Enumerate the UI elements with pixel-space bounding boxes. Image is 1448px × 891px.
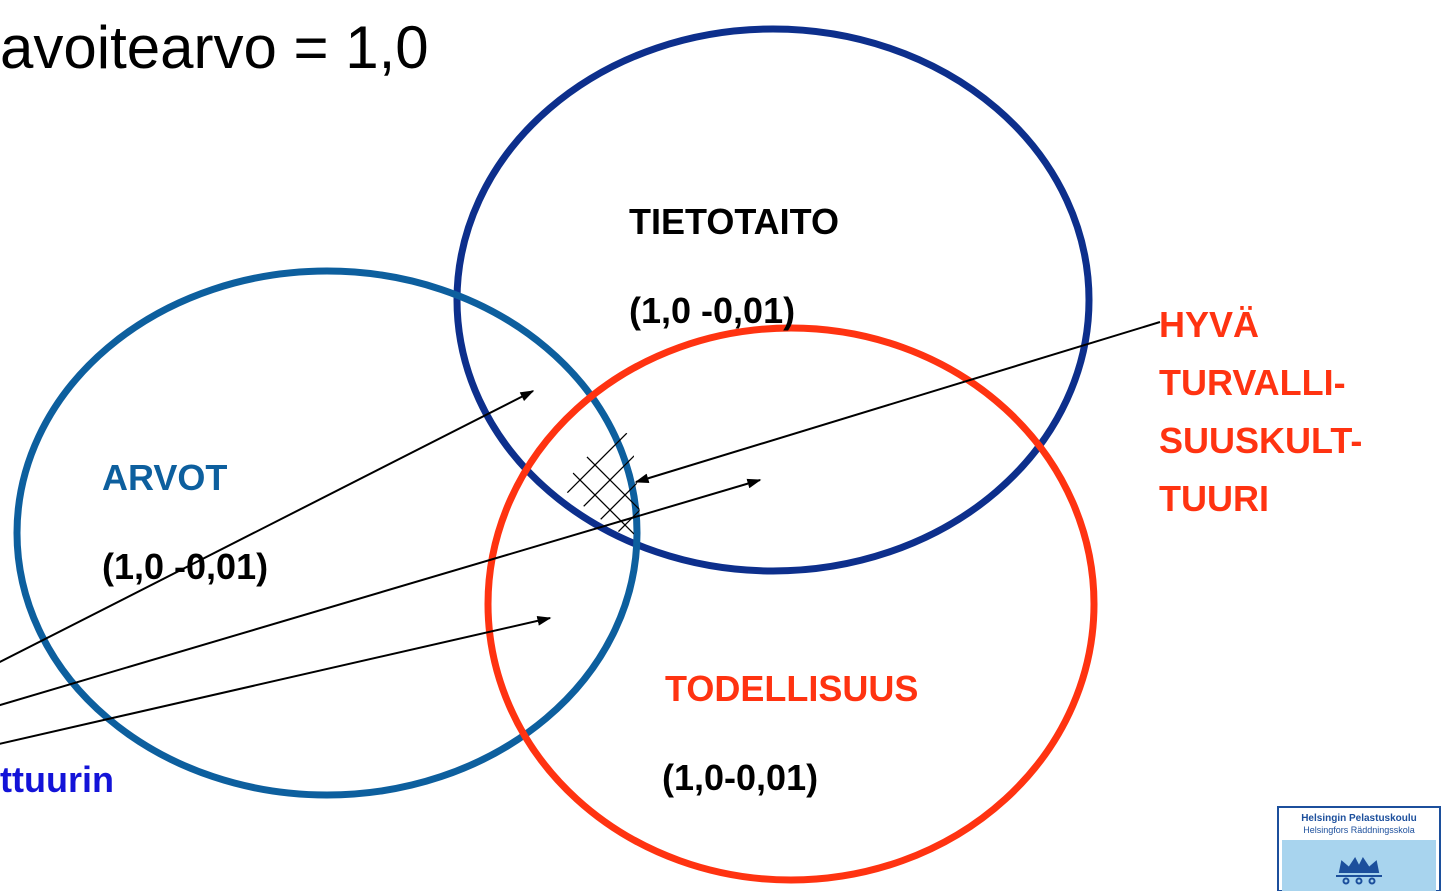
arrow-to-tietotaito xyxy=(0,390,535,664)
logo-line-2: Helsingfors Räddningsskola xyxy=(1303,825,1415,835)
todellisuus-range: (1,0-0,01) xyxy=(662,757,818,798)
tietotaito-label: TIETOTAITO xyxy=(629,201,839,242)
result-line-3: SUUSKULT- xyxy=(1159,420,1362,461)
tietotaito-range: (1,0 -0,01) xyxy=(629,290,795,331)
arvot-label: ARVOT xyxy=(102,457,227,498)
todellisuus-label: TODELLISUUS xyxy=(665,668,918,709)
bottom-left-label: ttuurin xyxy=(0,759,114,800)
todellisuus-circle xyxy=(484,324,1098,884)
logo-line-1: Helsingin Pelastuskoulu xyxy=(1301,813,1417,824)
tietotaito-circle xyxy=(453,25,1093,575)
result-line-4: TUURI xyxy=(1159,478,1269,519)
arrow-to-todellisuus xyxy=(0,616,552,745)
result-line-2: TURVALLI- xyxy=(1159,362,1346,403)
result-line-1: HYVÄ xyxy=(1159,304,1259,345)
arrow-to-center xyxy=(0,478,762,707)
school-logo: Helsingin Pelastuskoulu Helsingfors Rädd… xyxy=(1277,806,1441,891)
arvot-circle xyxy=(13,267,641,799)
slide-title: avoitearvo = 1,0 xyxy=(0,14,429,81)
result-label: HYVÄ TURVALLI- SUUSKULT- TUURI xyxy=(1159,304,1362,519)
arrow-result-to-intersection xyxy=(634,321,1161,484)
crown-icon xyxy=(1336,857,1382,885)
arvot-range: (1,0 -0,01) xyxy=(102,546,268,587)
